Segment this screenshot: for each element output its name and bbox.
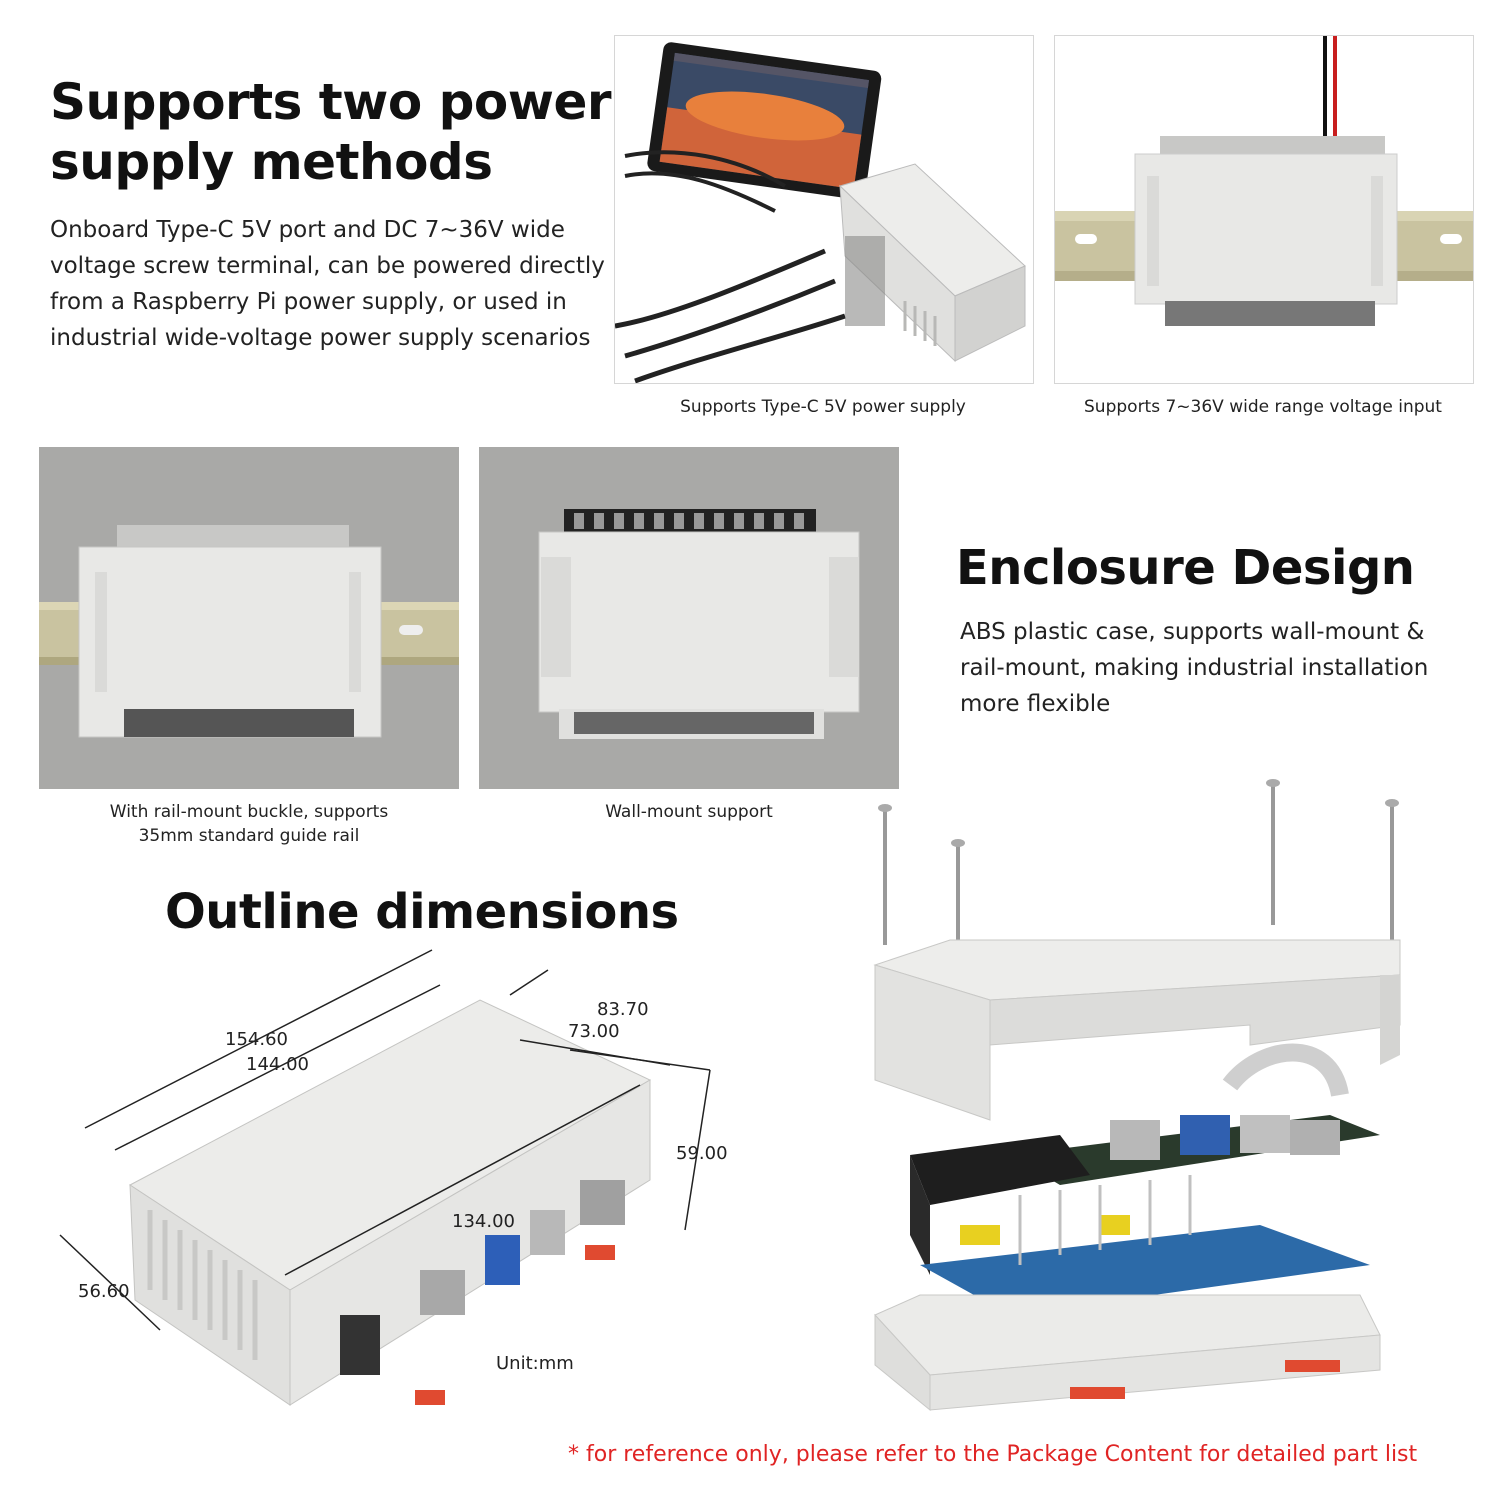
dim-height: 59.00: [676, 1143, 728, 1164]
dimension-drawing: 154.60 144.00 83.70 73.00 59.00 134.00 5…: [40, 945, 800, 1415]
rail-caption-line2: 35mm standard guide rail: [138, 826, 360, 846]
power-desc-line: voltage screw terminal, can be powered d…: [50, 253, 605, 279]
dim-width-outer: 83.70: [597, 999, 649, 1020]
dim-length-inner: 144.00: [246, 1054, 309, 1075]
power-title-line2: supply methods: [50, 133, 493, 191]
power-title: Supports two power supply methods: [50, 72, 612, 192]
reference-footnote: * for reference only, please refer to th…: [568, 1442, 1418, 1467]
rail-mount-caption: With rail-mount buckle, supports 35mm st…: [39, 800, 459, 848]
enclosure-description: ABS plastic case, supports wall-mount & …: [960, 614, 1480, 722]
power-desc-line: Onboard Type-C 5V port and DC 7~36V wide: [50, 217, 565, 243]
power-desc-line: from a Raspberry Pi power supply, or use…: [50, 289, 567, 315]
dim-width-inner: 73.00: [568, 1021, 620, 1042]
dim-length-outer: 154.60: [225, 1029, 288, 1050]
power-desc-line: industrial wide-voltage power supply sce…: [50, 325, 591, 351]
enclosure-desc-line: more flexible: [960, 691, 1111, 717]
typec-caption: Supports Type-C 5V power supply: [680, 397, 966, 417]
wall-mount-photo: [479, 447, 899, 789]
wall-mount-caption: Wall-mount support: [605, 802, 773, 822]
dim-depth: 56.60: [78, 1281, 130, 1302]
power-description: Onboard Type-C 5V port and DC 7~36V wide…: [50, 212, 610, 356]
wide-voltage-caption: Supports 7~36V wide range voltage input: [1084, 397, 1442, 417]
rail-mount-photo: [39, 447, 459, 789]
power-title-line1: Supports two power: [50, 73, 612, 131]
exploded-view-illustration: [860, 775, 1480, 1415]
unit-label: Unit:mm: [496, 1353, 574, 1374]
dimensions-title: Outline dimensions: [165, 884, 679, 940]
enclosure-title: Enclosure Design: [956, 540, 1415, 596]
wide-voltage-photo: [1054, 35, 1474, 384]
enclosure-desc-line: ABS plastic case, supports wall-mount &: [960, 619, 1425, 645]
enclosure-desc-line: rail-mount, making industrial installati…: [960, 655, 1429, 681]
rail-caption-line1: With rail-mount buckle, supports: [109, 802, 389, 822]
typec-power-photo: [614, 35, 1034, 384]
dim-bottom-length: 134.00: [452, 1211, 515, 1232]
